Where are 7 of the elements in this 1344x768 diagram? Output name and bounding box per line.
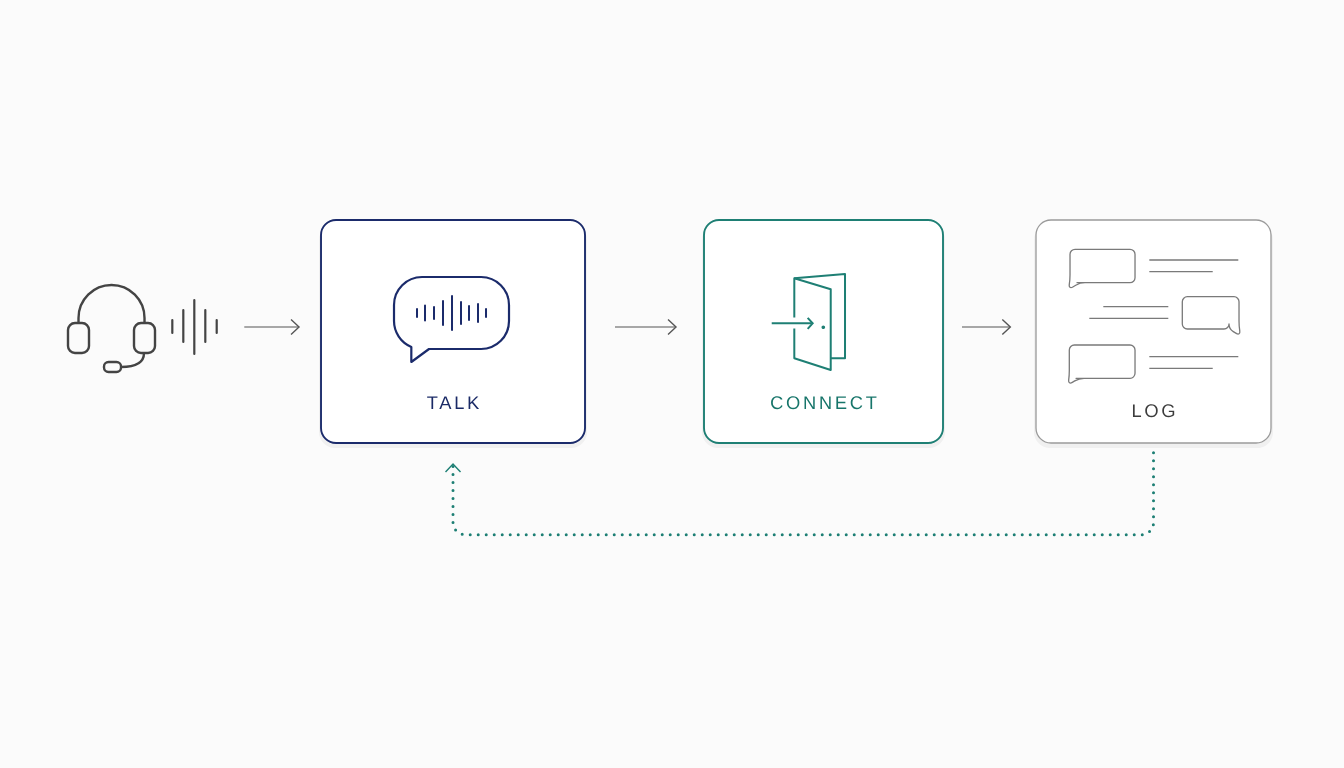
process-box: TALK — [320, 219, 586, 444]
arrow — [614, 318, 678, 336]
arrow — [243, 318, 301, 336]
process-box: CONNECT — [703, 219, 944, 444]
arrow — [961, 318, 1012, 336]
dotted-arrow — [444, 451, 1155, 537]
process-box: LOG — [1035, 219, 1272, 444]
